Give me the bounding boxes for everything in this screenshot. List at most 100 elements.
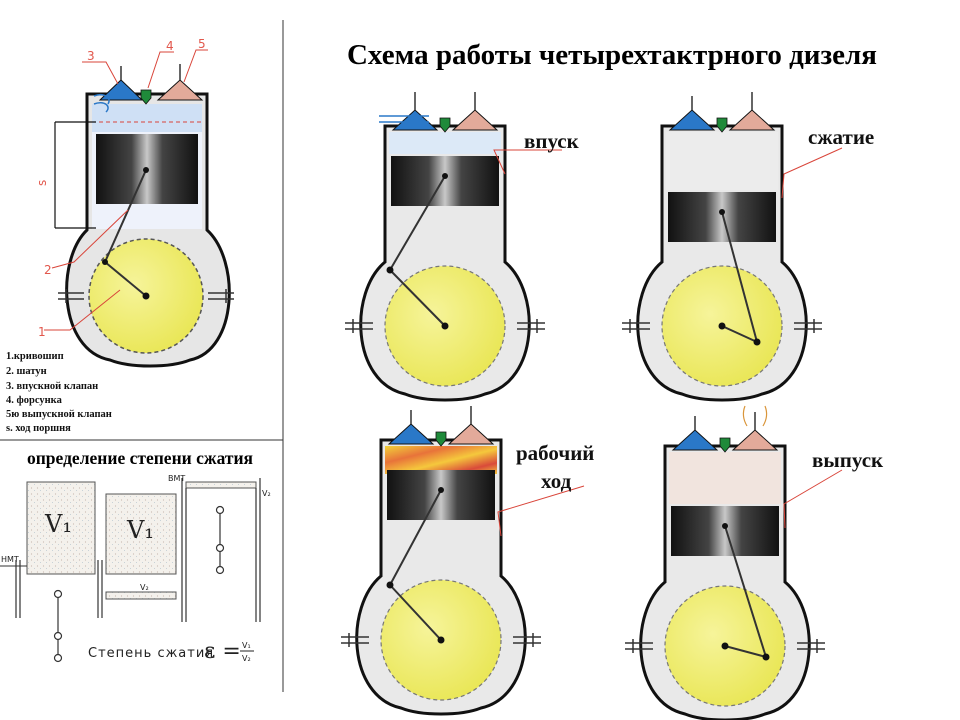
shaft-stubs (345, 319, 545, 333)
injector-nozzle (716, 117, 728, 133)
intake-valve (387, 423, 435, 445)
main-engine-diagram: s 3 4 5 2 1 (35, 37, 234, 368)
connecting-rod (104, 169, 147, 263)
parts-legend: 1.кривошип 2. шатун 3. впускной клапан 4… (6, 351, 112, 434)
stroke-label-power-2: ход (541, 469, 572, 493)
crank-arm (724, 645, 767, 658)
stroke-label-compression: сжатие (808, 125, 874, 149)
part-number-4: 4 (166, 39, 174, 53)
cylinder-walls-1 (15, 560, 103, 618)
part-number-5: 5 (198, 37, 206, 51)
crank-center (142, 292, 150, 300)
fraction-denominator: V₂ (242, 654, 251, 663)
shaft-stubs (622, 319, 822, 333)
intake-charge (92, 104, 202, 132)
crank-arm (389, 269, 446, 327)
bdc-label: НМТ (1, 555, 19, 564)
crank-arm (104, 261, 147, 297)
label-leader (497, 485, 585, 537)
injector-nozzle (140, 89, 152, 105)
connecting-rod (389, 175, 446, 271)
label-leader (783, 469, 843, 529)
legend-item-2: 2. шатун (6, 366, 47, 377)
part-number-3: 3 (87, 49, 95, 63)
injector-nozzle (439, 117, 451, 133)
legend-item-5: 5ю выпускной клапан (6, 409, 112, 420)
part-number-1: 1 (38, 325, 46, 339)
wrist-pin (442, 173, 448, 179)
piston (391, 156, 499, 206)
tdc-label: ВМТ (168, 474, 185, 483)
connecting-rod (389, 489, 442, 586)
wrist-pin (722, 523, 728, 529)
cylinder-walls-2 (181, 478, 261, 622)
wrist-pin (143, 167, 149, 173)
compression-formula-text: Степень сжатия (88, 646, 214, 661)
crank-arm (389, 584, 442, 641)
crank-center (721, 642, 729, 650)
crank-pin (386, 266, 394, 274)
combustion-chamber (666, 132, 778, 190)
crank-pin (102, 259, 108, 265)
legend-item-s: s. ход поршня (6, 423, 71, 434)
cylinder-v2-strip (105, 591, 177, 600)
stroke-mark: s (35, 180, 49, 186)
crank-center (718, 322, 726, 330)
v2-label-strip: V₂ (140, 583, 149, 592)
legend-item-3: 3. впускной клапан (6, 381, 98, 392)
injector-nozzle (719, 437, 731, 453)
epsilon-symbol: ε = (204, 639, 241, 664)
exhaust-valve (447, 423, 495, 445)
crank-arm (721, 325, 758, 343)
piston (671, 506, 779, 556)
wrist-pin (438, 487, 444, 493)
label-leader (493, 149, 562, 175)
v1-label-medium: V₁ (126, 516, 154, 544)
shaft-stubs (341, 633, 541, 647)
cylinder-v2-top (185, 481, 257, 489)
shaft-stubs (58, 289, 234, 303)
compression-title: определение степени сжатия (27, 448, 253, 468)
rod-2 (215, 505, 225, 575)
part-number-2: 2 (44, 263, 52, 277)
exhaust-valve (451, 109, 499, 131)
crank-pin (753, 338, 761, 346)
v2-label-top: V₂ (262, 489, 271, 498)
combustion-chamber (389, 132, 501, 154)
crank-pin (762, 653, 770, 661)
intake-valve (98, 79, 144, 101)
stroke-diagram-power (341, 406, 585, 716)
cylinder-v1-large (26, 481, 96, 575)
page-title: Схема работы четырехтактрного дизеля (347, 39, 877, 71)
air-flow-arrows (379, 115, 429, 123)
stroke-diagrams (341, 92, 843, 720)
part-leaders (44, 49, 208, 331)
fraction-numerator: V₁ (242, 641, 251, 650)
v1-label-large: V₁ (44, 510, 72, 538)
rod-1 (53, 589, 63, 663)
wrist-pin (719, 209, 725, 215)
stroke-label-intake: впуск (524, 129, 580, 153)
intake-valve (671, 429, 719, 451)
connecting-rod (721, 211, 758, 343)
stroke-label-power-1: рабочий (516, 441, 594, 465)
exhaust-valve (731, 429, 779, 451)
exhaust-valve (728, 109, 776, 131)
stroke-diagram-intake (345, 92, 562, 402)
piston (387, 470, 495, 520)
air-flow-arrows (93, 93, 110, 113)
cylinder-v1-medium (105, 493, 177, 575)
stroke-diagram-compression (622, 92, 843, 402)
combustion-chamber (385, 446, 497, 474)
crank-center (437, 636, 445, 644)
stroke-label-exhaust: выпуск (812, 448, 884, 472)
combustion-chamber (669, 452, 781, 504)
legend-item-4: 4. форсунка (6, 395, 63, 406)
crank-pin (386, 581, 394, 589)
stroke-diagram-exhaust (625, 405, 843, 720)
intake-valve (391, 109, 439, 131)
crank-center (441, 322, 449, 330)
piston (668, 192, 776, 242)
intake-valve (668, 109, 716, 131)
